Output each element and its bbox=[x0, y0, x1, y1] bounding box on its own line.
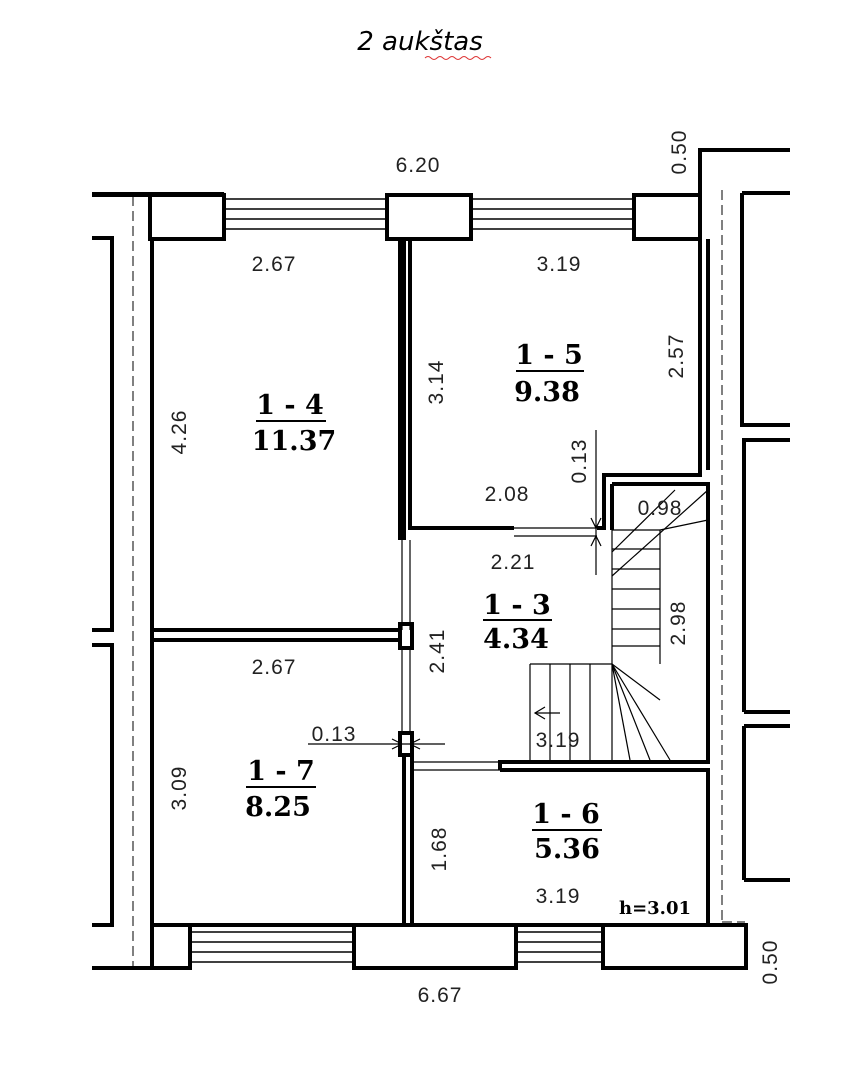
room-id: 1 - 7 bbox=[247, 756, 315, 787]
dim-top-total: 6.20 bbox=[396, 154, 441, 177]
dim-r16-width: 3.19 bbox=[536, 885, 581, 908]
room-label-1-5: 1 - 5 9.38 bbox=[514, 340, 584, 408]
dim-r17-wall: 0.13 bbox=[312, 723, 357, 746]
room-label-1-4: 1 - 4 11.37 bbox=[252, 390, 337, 457]
dim-stair-length: 2.98 bbox=[667, 601, 690, 646]
room-area: 5.36 bbox=[534, 834, 600, 865]
dim-bottom-total: 6.67 bbox=[418, 984, 463, 1007]
room-id: 1 - 4 bbox=[256, 390, 324, 421]
spellcheck-underline bbox=[424, 56, 492, 60]
room-area: 9.38 bbox=[514, 377, 580, 408]
room-label-1-3: 1 - 3 4.34 bbox=[483, 590, 552, 655]
dim-r15-width: 3.19 bbox=[537, 253, 582, 276]
dimension-ticks bbox=[308, 430, 602, 750]
room-id: 1 - 3 bbox=[483, 590, 551, 621]
dim-r13-height: 2.41 bbox=[426, 629, 449, 674]
staircase bbox=[529, 489, 709, 761]
dim-r17-width: 2.67 bbox=[252, 656, 297, 679]
dim-top-offset: 0.50 bbox=[668, 130, 691, 175]
room-area: 4.34 bbox=[483, 624, 549, 655]
interior-walls bbox=[150, 239, 710, 927]
dim-r17-height: 3.09 bbox=[168, 766, 191, 811]
dim-r15-right-height: 2.57 bbox=[665, 334, 688, 379]
dim-r13-width: 2.21 bbox=[491, 551, 536, 574]
room-id: 1 - 6 bbox=[532, 799, 600, 830]
dim-r14-height: 4.26 bbox=[168, 410, 191, 455]
room-label-1-7: 1 - 7 8.25 bbox=[245, 756, 316, 823]
dim-r15-left-height: 3.14 bbox=[425, 360, 448, 405]
dim-stair-width: 0.98 bbox=[638, 497, 683, 520]
dim-r16-height: 1.68 bbox=[428, 827, 451, 872]
ceiling-height: h=3.01 bbox=[619, 898, 691, 919]
room-id: 1 - 5 bbox=[515, 340, 583, 371]
dim-r15-bottom-width: 2.08 bbox=[485, 483, 530, 506]
dim-r15-step: 0.13 bbox=[568, 439, 591, 484]
room-area: 8.25 bbox=[245, 792, 311, 823]
dim-r13-bottom-width: 3.19 bbox=[536, 729, 581, 752]
exterior-walls bbox=[92, 148, 790, 970]
dim-r14-width: 2.67 bbox=[252, 253, 297, 276]
dim-bottom-offset: 0.50 bbox=[759, 940, 782, 985]
plan-title: 2 aukštas bbox=[357, 27, 483, 57]
room-label-1-6: 1 - 6 5.36 bbox=[532, 799, 602, 865]
room-area: 11.37 bbox=[252, 426, 337, 457]
